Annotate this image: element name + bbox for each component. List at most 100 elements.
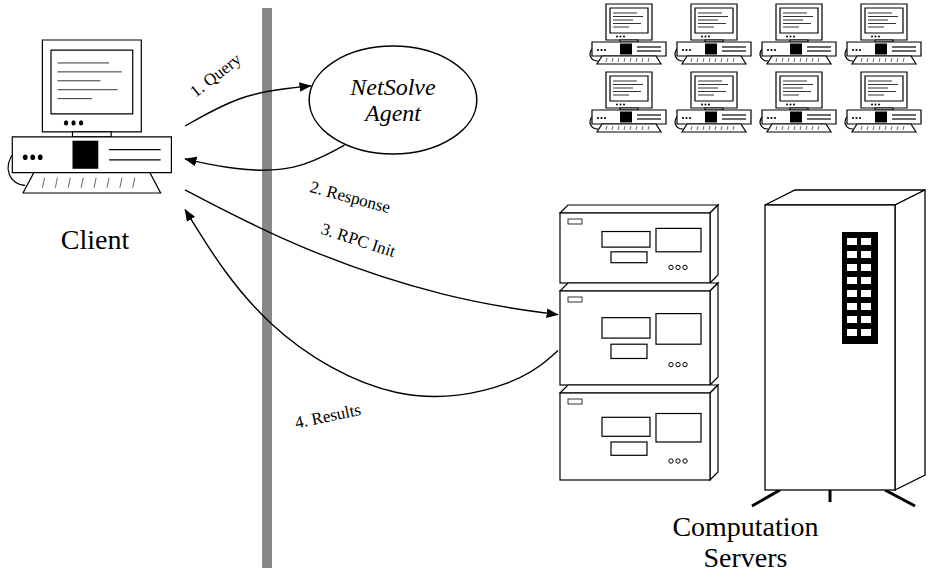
- screen-line: [698, 20, 718, 21]
- case: [677, 110, 751, 124]
- screen-line: [783, 16, 813, 17]
- server-front: [560, 393, 710, 480]
- case-dot: [689, 49, 691, 51]
- knob: [683, 459, 687, 463]
- knob: [669, 265, 673, 269]
- key-stroke: [612, 58, 613, 62]
- key-stroke: [721, 126, 722, 130]
- key-stroke: [891, 126, 892, 130]
- badge: [568, 399, 582, 404]
- server-front: [560, 291, 710, 385]
- grill-slot: [861, 264, 871, 271]
- panel: [656, 228, 701, 251]
- knob: [669, 459, 673, 463]
- slot: [722, 118, 746, 119]
- key-stroke: [55, 178, 57, 188]
- key-stroke: [642, 58, 643, 62]
- screen-line: [57, 62, 109, 63]
- button-dot: [701, 104, 703, 106]
- button-dot: [871, 104, 873, 106]
- workstation: [590, 72, 666, 132]
- key-stroke: [800, 126, 801, 130]
- screen-line: [613, 27, 629, 28]
- key-stroke: [691, 126, 692, 130]
- key-stroke: [727, 126, 728, 130]
- knob: [676, 459, 680, 463]
- screen-line: [613, 13, 637, 14]
- screen-line: [783, 23, 811, 24]
- screen-line: [698, 13, 722, 14]
- key-stroke: [133, 178, 135, 188]
- screen-line: [698, 88, 718, 89]
- key-stroke: [879, 126, 880, 130]
- case-dot: [604, 49, 606, 51]
- grill-slot: [847, 238, 857, 245]
- screen-line: [868, 95, 884, 96]
- cabinet-side: [895, 190, 925, 490]
- case-dot: [23, 154, 28, 160]
- client-computer: [8, 40, 171, 193]
- key-stroke: [715, 126, 716, 130]
- server-side: [710, 283, 718, 385]
- grill-slot: [861, 329, 871, 336]
- client-node: Client: [5, 38, 185, 258]
- screen-line: [613, 95, 629, 96]
- screen-line: [868, 13, 892, 14]
- grill-slot: [847, 303, 857, 310]
- server-side: [710, 385, 718, 480]
- screen: [695, 76, 733, 101]
- keyboard: [682, 56, 746, 64]
- key-stroke: [612, 126, 613, 130]
- screen-line: [613, 84, 643, 85]
- key-stroke: [81, 178, 83, 188]
- screen: [865, 8, 903, 33]
- grill-slot: [847, 277, 857, 284]
- screen-line: [57, 98, 91, 99]
- slot: [892, 50, 916, 51]
- button-dot: [790, 104, 792, 106]
- key-stroke: [812, 126, 813, 130]
- drive-bay: [602, 232, 650, 248]
- case: [847, 42, 921, 56]
- key-stroke: [618, 58, 619, 62]
- screen-line: [868, 91, 896, 92]
- grill-slot: [847, 329, 857, 336]
- screen-line: [698, 91, 726, 92]
- case-dot: [689, 117, 691, 119]
- key-stroke: [903, 126, 904, 130]
- case: [12, 137, 171, 173]
- screen-line: [57, 71, 122, 72]
- drive-block: [790, 112, 802, 123]
- button-dot: [878, 36, 880, 38]
- grill-slot: [847, 316, 857, 323]
- case-dot: [859, 117, 861, 119]
- key-stroke: [885, 58, 886, 62]
- screen: [780, 76, 818, 101]
- stand: [73, 132, 112, 137]
- workstation: [845, 4, 921, 64]
- key-stroke: [691, 58, 692, 62]
- key-stroke: [697, 126, 698, 130]
- case: [762, 110, 836, 124]
- grill-slot: [861, 238, 871, 245]
- key-stroke: [630, 58, 631, 62]
- slot: [109, 159, 161, 160]
- case-dot: [855, 117, 857, 119]
- key-stroke: [782, 126, 783, 130]
- server-top: [560, 205, 718, 213]
- key-stroke: [727, 58, 728, 62]
- button-dot: [64, 120, 68, 125]
- screen-line: [698, 95, 714, 96]
- monitor: [42, 40, 141, 132]
- button-dot: [616, 36, 618, 38]
- button-dot: [79, 120, 83, 125]
- slot: [807, 50, 831, 51]
- knob: [676, 362, 680, 366]
- button-dot: [701, 36, 703, 38]
- screen-line: [57, 80, 100, 81]
- case-dot: [774, 117, 776, 119]
- button-dot: [620, 104, 622, 106]
- key-stroke: [94, 178, 96, 188]
- key-stroke: [642, 126, 643, 130]
